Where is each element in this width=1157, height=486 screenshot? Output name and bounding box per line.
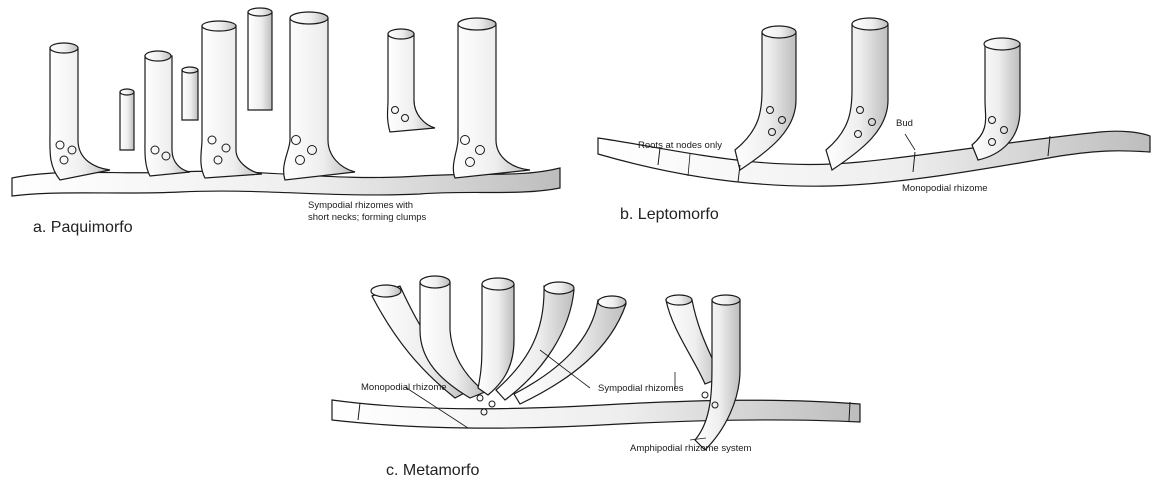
panel-c-sympodial-label: Sympodial rhizomes [598, 383, 684, 394]
panel-b-bud-label: Bud [896, 118, 913, 129]
panel-a-note-line2: short necks; forming clumps [308, 212, 426, 223]
panel-b-caption: b. Leptomorfo [620, 206, 719, 224]
panel-c-monopodial-label: Monopodial rhizome [361, 382, 447, 393]
panel-c-caption: c. Metamorfo [386, 462, 479, 480]
panel-c-amphipodial-label: Amphipodial rhizome system [630, 443, 751, 454]
panel-b-rhizome-label: Monopodial rhizome [902, 183, 988, 194]
panel-b-leptomorph-drawing [598, 18, 1150, 186]
panel-c-metamorph-drawing [332, 276, 860, 450]
panel-a-note-line1: Sympodial rhizomes with [308, 200, 413, 211]
panel-a-pachymorph-drawing [12, 8, 560, 196]
panel-b-roots-label: Roots at nodes only [638, 140, 722, 151]
panel-a-caption: a. Paquimorfo [33, 219, 133, 237]
